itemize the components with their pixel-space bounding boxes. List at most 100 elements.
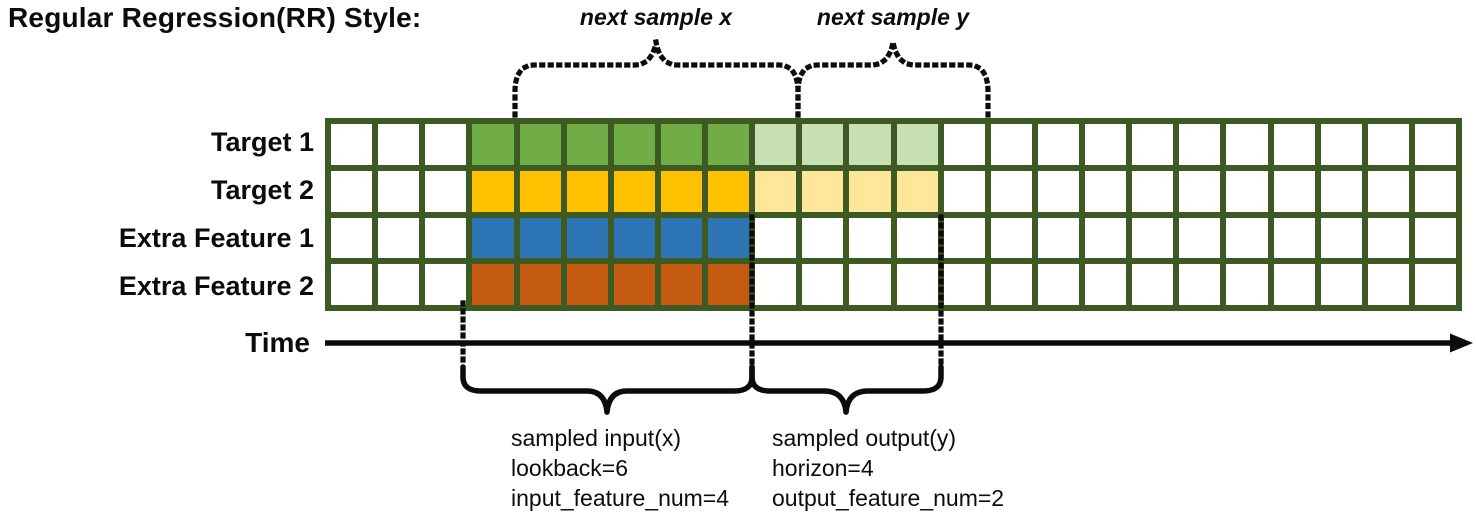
- grid-cell: [566, 124, 608, 165]
- grid-cell: [755, 124, 797, 165]
- grid-cell: [1414, 217, 1456, 259]
- grid-cell: [849, 124, 891, 165]
- grid-cell: [1132, 124, 1174, 165]
- grid-cell: [613, 264, 655, 305]
- grid-cell: [896, 170, 938, 212]
- grid-cell: [943, 264, 985, 305]
- grid-cell: [802, 264, 844, 305]
- grid-cell: [1037, 264, 1079, 305]
- grid-cell: [472, 217, 514, 259]
- grid-cell: [1037, 217, 1079, 259]
- grid-cell: [1085, 264, 1127, 305]
- grid-cell: [425, 170, 467, 212]
- grid-cell: [990, 170, 1032, 212]
- grid-cell: [1320, 170, 1362, 212]
- grid-cell: [1320, 217, 1362, 259]
- grid-cell: [1414, 124, 1456, 165]
- grid-cell: [943, 170, 985, 212]
- sampled-input-annotation: sampled input(x) lookback=6 input_featur…: [511, 423, 729, 513]
- grid-cell: [1179, 124, 1221, 165]
- sampled-input-brace: [460, 364, 755, 415]
- grid-cell: [755, 170, 797, 212]
- grid-cell: [896, 217, 938, 259]
- grid-cell: [378, 264, 420, 305]
- grid-cell: [425, 217, 467, 259]
- time-arrow: [325, 333, 1473, 353]
- grid-cell: [1320, 124, 1362, 165]
- annotation-line: sampled input(x): [511, 425, 682, 451]
- grid-cell: [990, 124, 1032, 165]
- grid-cell: [755, 217, 797, 259]
- annotation-line: horizon=4: [772, 455, 874, 481]
- grid-cell: [1132, 170, 1174, 212]
- annotation-line: output_feature_num=2: [772, 485, 1005, 511]
- grid-cell: [708, 264, 750, 305]
- grid-cell: [1085, 170, 1127, 212]
- grid-cell: [802, 170, 844, 212]
- grid-cell: [660, 217, 702, 259]
- grid-cell: [755, 264, 797, 305]
- grid-cell: [1226, 264, 1268, 305]
- grid-cell: [331, 124, 373, 165]
- grid-cell: [896, 264, 938, 305]
- grid-cell: [1273, 264, 1315, 305]
- grid-cell: [519, 217, 561, 259]
- grid-cell: [1179, 217, 1221, 259]
- time-axis-label: Time: [245, 327, 310, 358]
- annotation-line: input_feature_num=4: [511, 485, 730, 511]
- grid-cell: [708, 124, 750, 165]
- grid-cell: [1085, 217, 1127, 259]
- grid-cell: [1414, 170, 1456, 212]
- time-arrowhead: [1450, 333, 1473, 353]
- row-label-target-2: Target 2: [210, 174, 314, 205]
- grid-cell: [849, 217, 891, 259]
- grid-cell: [1085, 124, 1127, 165]
- grid-cell: [425, 264, 467, 305]
- timeseries-grid: [325, 118, 1462, 311]
- grid-cell: [472, 124, 514, 165]
- grid-cell: [519, 264, 561, 305]
- grid-cell: [1273, 217, 1315, 259]
- grid-cell: [425, 124, 467, 165]
- grid-cell: [943, 124, 985, 165]
- grid-cell: [1273, 170, 1315, 212]
- grid-cell: [1320, 264, 1362, 305]
- annotation-line: sampled output(y): [772, 425, 957, 451]
- grid-cell: [1414, 264, 1456, 305]
- grid-cell: [519, 170, 561, 212]
- grid-cell: [802, 124, 844, 165]
- grid-cell: [378, 124, 420, 165]
- grid-cell: [849, 170, 891, 212]
- grid-cell: [566, 217, 608, 259]
- grid-cell: [849, 264, 891, 305]
- grid-cell: [708, 170, 750, 212]
- grid-cell: [1179, 170, 1221, 212]
- sampled-output-annotation: sampled output(y) horizon=4 output_featu…: [772, 423, 1004, 513]
- row-label-target-1: Target 1: [210, 126, 314, 157]
- grid-cell: [660, 124, 702, 165]
- grid-cell: [1226, 217, 1268, 259]
- grid-cell: [990, 217, 1032, 259]
- grid-cell: [943, 217, 985, 259]
- grid-cell: [660, 264, 702, 305]
- grid-cell: [1037, 170, 1079, 212]
- grid-cell: [1367, 124, 1409, 165]
- row-label-extra-feature-2: Extra Feature 2: [118, 270, 314, 301]
- grid-cell: [472, 264, 514, 305]
- grid-cell: [331, 217, 373, 259]
- next-sample-x-label: next sample x: [579, 4, 733, 30]
- grid-cell: [613, 124, 655, 165]
- grid-cell: [378, 217, 420, 259]
- grid-cell: [378, 170, 420, 212]
- annotation-line: lookback=6: [511, 455, 628, 481]
- grid-cell: [1273, 124, 1315, 165]
- grid-cell: [1367, 264, 1409, 305]
- grid-cell: [896, 124, 938, 165]
- grid-cell: [1226, 170, 1268, 212]
- grid-cell: [331, 264, 373, 305]
- grid-cell: [802, 217, 844, 259]
- next-sample-y-label: next sample y: [816, 4, 970, 30]
- sampled-output-brace: [749, 364, 944, 415]
- grid-cell: [1132, 217, 1174, 259]
